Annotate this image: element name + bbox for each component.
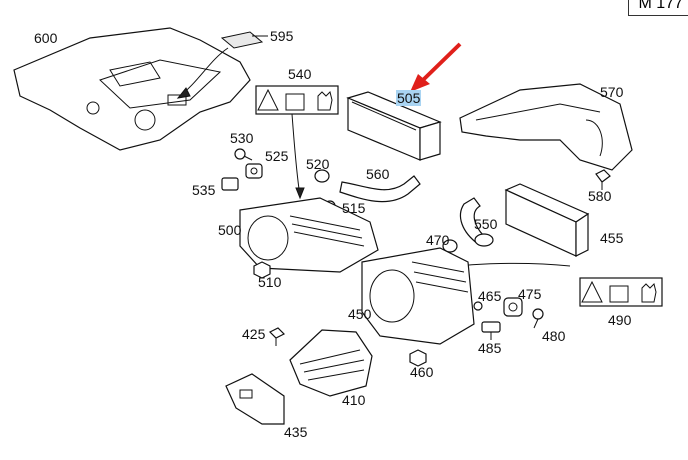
bolt-425 <box>268 327 286 346</box>
label-535: 535 <box>192 182 216 198</box>
clip-465 <box>473 301 483 311</box>
screw-480 <box>532 308 544 329</box>
connector-485 <box>481 321 501 340</box>
label-490: 490 <box>608 312 632 328</box>
label-600: 600 <box>34 30 58 46</box>
intake-housing-570 <box>459 83 633 171</box>
bracket-435 <box>225 373 285 425</box>
label-505-highlighted: 505 <box>396 90 422 106</box>
label-470: 470 <box>426 232 450 248</box>
reference-code: M 177 <box>627 0 688 16</box>
screw-530 <box>234 148 253 161</box>
label-485: 485 <box>478 340 502 356</box>
label-500: 500 <box>218 222 242 238</box>
label-525: 525 <box>265 148 289 164</box>
label-460: 460 <box>410 364 434 380</box>
grommet-520 <box>314 169 330 183</box>
label-465: 465 <box>478 288 502 304</box>
grommet-470 <box>442 239 458 253</box>
nut-460 <box>409 349 427 367</box>
label-435: 435 <box>284 424 308 440</box>
label-plate-595 <box>220 31 264 49</box>
label-425: 425 <box>242 326 266 342</box>
connector-535 <box>221 177 239 191</box>
hose-550 <box>459 197 494 247</box>
label-580: 580 <box>588 188 612 204</box>
label-540: 540 <box>288 66 312 82</box>
label-510: 510 <box>258 274 282 290</box>
label-450: 450 <box>348 306 372 322</box>
intake-assembly-450 <box>361 247 475 345</box>
label-475: 475 <box>518 286 542 302</box>
label-455: 455 <box>600 230 624 246</box>
label-520: 520 <box>306 156 330 172</box>
label-480: 480 <box>542 328 566 344</box>
label-570: 570 <box>600 84 624 100</box>
sensor-475 <box>503 297 523 317</box>
warning-label-490 <box>579 277 663 307</box>
bellows-duct-410 <box>289 329 373 397</box>
air-filter-505 <box>346 91 442 161</box>
warning-label-540 <box>255 85 339 115</box>
label-410: 410 <box>342 392 366 408</box>
label-560: 560 <box>366 166 390 182</box>
sensor-525 <box>245 163 263 179</box>
bolt-580 <box>595 169 611 190</box>
intake-assembly-500 <box>239 197 379 273</box>
hose-560 <box>339 175 421 203</box>
engine-cover-600 <box>13 27 251 151</box>
label-515: 515 <box>342 200 366 216</box>
label-595: 595 <box>270 28 294 44</box>
nut-510 <box>253 261 271 279</box>
air-filter-455 <box>504 183 590 257</box>
highlight-arrow <box>410 42 462 92</box>
label-550: 550 <box>474 216 498 232</box>
label-530: 530 <box>230 130 254 146</box>
